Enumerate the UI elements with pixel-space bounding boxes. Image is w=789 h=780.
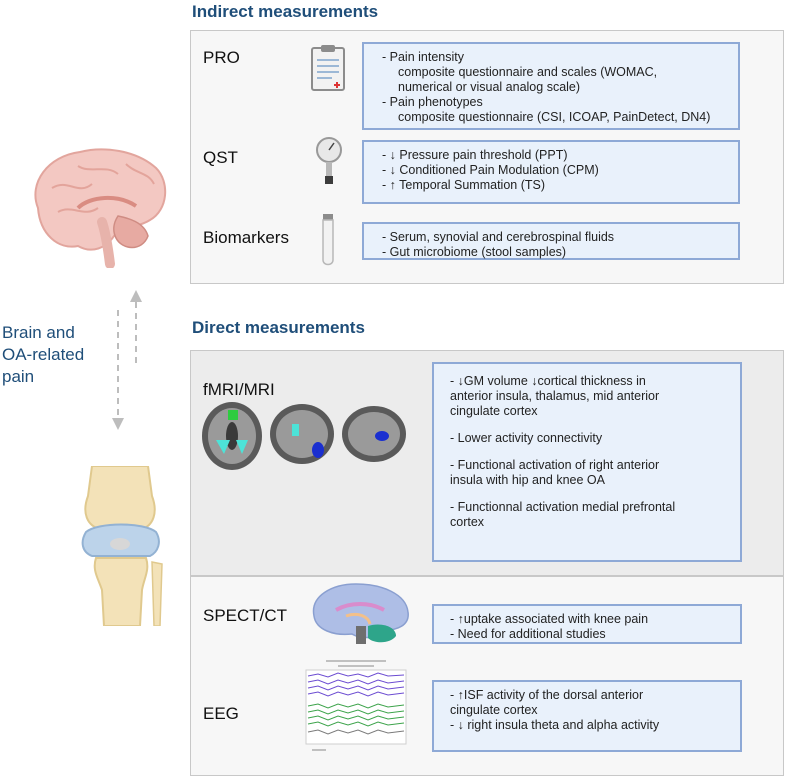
box-line: cingulate cortex	[450, 404, 538, 418]
box-line: - ↓ right insula theta and alpha activit…	[450, 718, 660, 732]
box-line: cortex	[450, 515, 485, 529]
brain-illustration	[34, 148, 167, 268]
box-line: - Functionnal activation medial prefront…	[450, 500, 676, 514]
knee-illustration	[81, 466, 163, 626]
line-gap	[450, 488, 730, 500]
mri-scans-image	[202, 402, 406, 470]
box-line: - Serum, synovial and cerebrospinal flui…	[382, 230, 615, 244]
box-line: numerical or visual analog scale)	[398, 80, 581, 94]
pro-label: PRO	[203, 48, 240, 67]
pressure-gauge-icon	[316, 137, 342, 184]
test-tube-icon	[322, 214, 334, 266]
spect-label: SPECT/CT	[203, 606, 288, 625]
line-gap	[450, 446, 730, 458]
qst-label: QST	[203, 148, 238, 167]
box-line: composite questionnaire and scales (WOMA…	[398, 65, 658, 79]
indirect-title: Indirect measurements	[192, 2, 379, 21]
box-line: - ↓ Pressure pain threshold (PPT)	[382, 148, 568, 162]
box-line: - Lower activity connectivity	[450, 431, 603, 445]
spect-brain-illustration	[312, 583, 409, 644]
box-line: - ↑ Temporal Summation (TS)	[382, 178, 546, 192]
box-line: - Need for additional studies	[450, 627, 606, 641]
eeg-trace-image	[305, 660, 407, 751]
fmri-label: fMRI/MRI	[203, 380, 275, 399]
box-line: - ↓GM volume ↓cortical thickness in	[450, 374, 646, 388]
qst-box: - ↓ Pressure pain threshold (PPT)- ↓ Con…	[362, 140, 740, 204]
box-line: - Gut microbiome (stool samples)	[382, 245, 567, 259]
side-label: Brain and OA-related pain	[2, 323, 85, 386]
clipboard-icon	[311, 45, 345, 91]
box-line: insula with hip and knee OA	[450, 473, 605, 487]
biomarkers-label: Biomarkers	[203, 228, 289, 247]
box-line: - ↑uptake associated with knee pain	[450, 612, 649, 626]
box-line: anterior insula, thalamus, mid anterior	[450, 389, 660, 403]
box-line: - Pain phenotypes	[382, 95, 483, 109]
box-line: - ↓ Conditioned Pain Modulation (CPM)	[382, 163, 599, 177]
box-line: composite questionnaire (CSI, ICOAP, Pai…	[398, 110, 711, 124]
direct-title: Direct measurements	[192, 318, 365, 337]
box-line: - ↑ISF activity of the dorsal anterior	[450, 688, 644, 702]
box-line: cingulate cortex	[450, 703, 538, 717]
box-line: - Pain intensity	[382, 50, 464, 64]
line-gap	[450, 419, 730, 431]
bidirectional-arrows	[112, 290, 142, 430]
box-line: - Functional activation of right anterio…	[450, 458, 660, 472]
biomarkers-box: - Serum, synovial and cerebrospinal flui…	[362, 222, 740, 260]
eeg-label: EEG	[203, 704, 239, 723]
spect-box: - ↑uptake associated with knee pain- Nee…	[432, 604, 742, 644]
